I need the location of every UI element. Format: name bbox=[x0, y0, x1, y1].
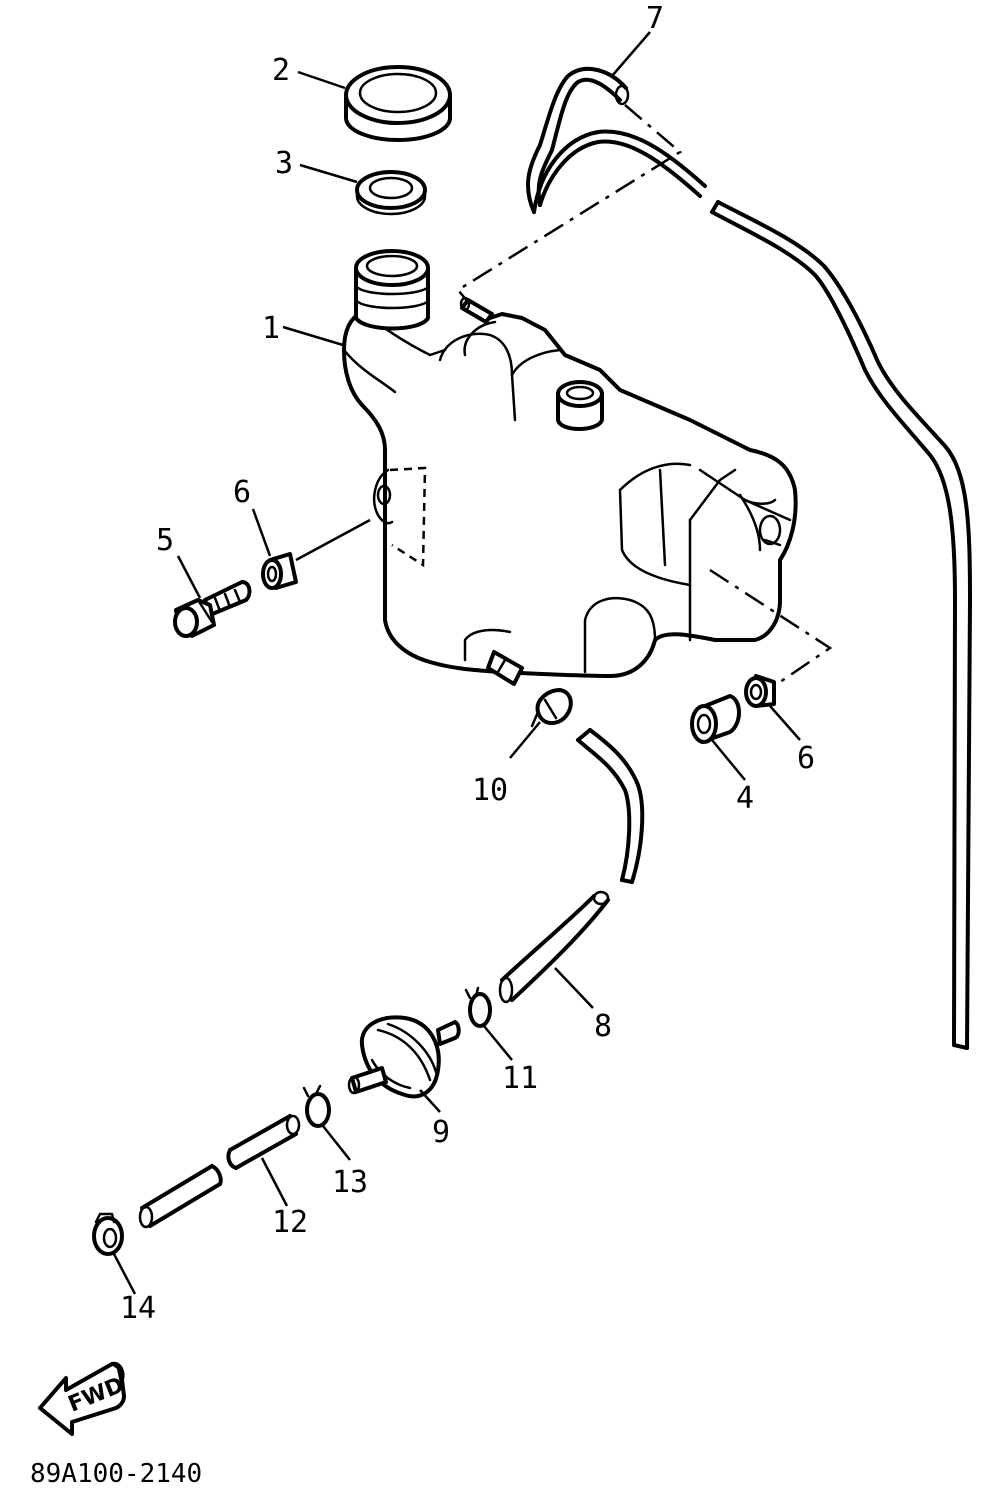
grommet bbox=[690, 694, 741, 744]
leader-lines bbox=[112, 31, 801, 1295]
callout-1: 1 bbox=[262, 311, 280, 346]
hose-clip-14 bbox=[92, 1212, 124, 1256]
callout-11: 11 bbox=[502, 1061, 538, 1096]
callout-4: 4 bbox=[736, 781, 754, 816]
callout-2: 2 bbox=[272, 53, 290, 88]
callout-3: 3 bbox=[275, 146, 293, 181]
callout-7: 7 bbox=[646, 1, 664, 36]
cap-seal bbox=[355, 170, 427, 216]
breather-hose bbox=[526, 66, 972, 1050]
flange-bolt bbox=[173, 580, 252, 638]
drain-hose bbox=[138, 1114, 301, 1229]
callout-13: 13 bbox=[332, 1165, 368, 1200]
callout-12: 12 bbox=[272, 1205, 308, 1240]
callout-8: 8 bbox=[594, 1009, 612, 1044]
callout-numbers: 2 3 1 5 6 7 10 4 6 8 11 9 13 12 14 bbox=[120, 1, 815, 1326]
overflow-hose bbox=[498, 728, 645, 1004]
tank-cap bbox=[344, 65, 452, 142]
reservoir-tank bbox=[342, 249, 798, 686]
hose-clip-11 bbox=[464, 986, 492, 1028]
hose-clip-upper bbox=[530, 688, 573, 728]
drawing-code: 89A100-2140 bbox=[30, 1459, 202, 1489]
collar-left bbox=[261, 552, 298, 590]
callout-9: 9 bbox=[432, 1115, 450, 1150]
forward-arrow-icon: FWD bbox=[38, 1361, 128, 1436]
callout-6-right: 6 bbox=[797, 741, 815, 776]
collar-right bbox=[744, 674, 776, 708]
callout-10: 10 bbox=[472, 773, 508, 808]
callout-6-left: 6 bbox=[233, 475, 251, 510]
callout-5: 5 bbox=[156, 523, 174, 558]
assembly-lines bbox=[456, 104, 833, 684]
hose-clip-13 bbox=[302, 1084, 331, 1128]
check-valve bbox=[347, 1015, 461, 1099]
callout-14: 14 bbox=[120, 1291, 156, 1326]
